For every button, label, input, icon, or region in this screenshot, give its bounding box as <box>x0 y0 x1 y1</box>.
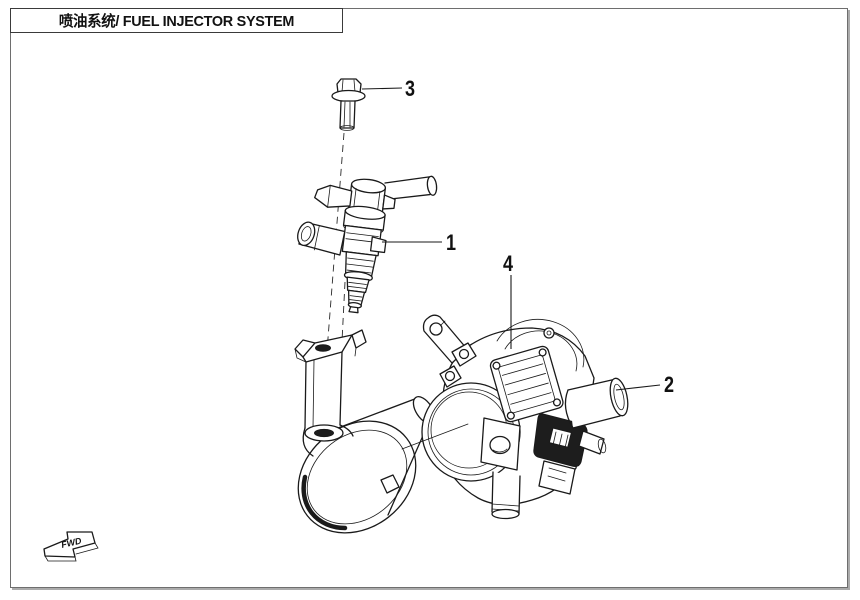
callout-1: 1 <box>382 231 456 255</box>
callout-3: 3 <box>361 77 415 101</box>
drawing-frame <box>10 8 848 588</box>
diagram-title: 喷油系统/ FUEL INJECTOR SYSTEM <box>58 13 295 30</box>
callout-3-number: 3 <box>405 77 415 101</box>
callout-2-number: 2 <box>664 373 674 397</box>
alignment-line <box>401 423 469 450</box>
intake-manifold-part <box>294 329 436 534</box>
throttle-body-part <box>421 314 629 520</box>
fuel-injector-part <box>297 175 438 314</box>
fwd-label: FWD <box>60 535 83 549</box>
callout-1-number: 1 <box>446 231 456 255</box>
callout-2: 2 <box>615 373 674 397</box>
bolt-part <box>331 78 366 131</box>
fwd-arrow: FWD <box>43 531 99 562</box>
callout-4-number: 4 <box>503 252 514 276</box>
throttle-position-sensor <box>489 345 564 423</box>
callout-4: 4 <box>503 252 514 349</box>
title-box: 喷油系统/ FUEL INJECTOR SYSTEM <box>10 8 343 33</box>
